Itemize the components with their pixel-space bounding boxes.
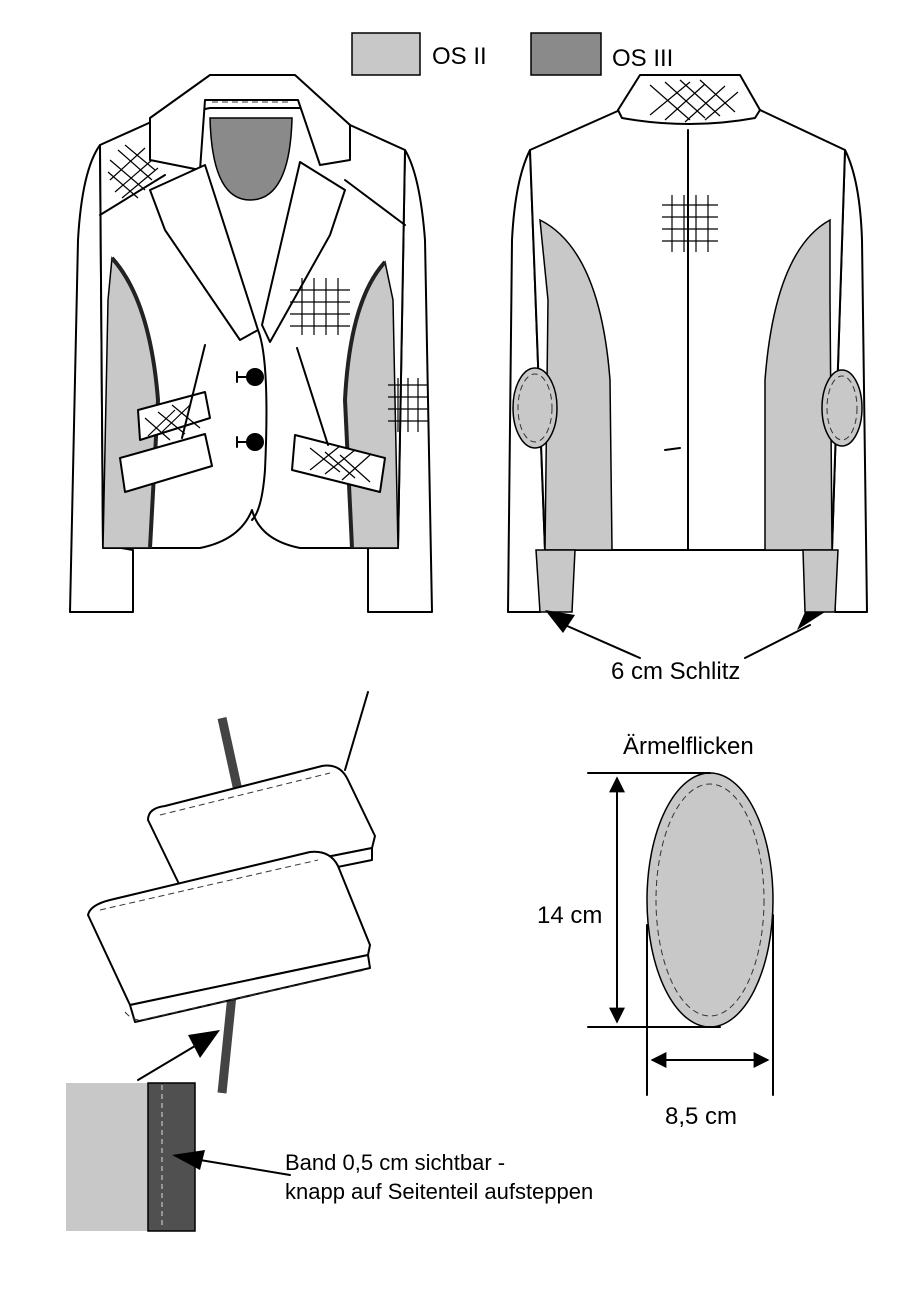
patch-height-label: 14 cm [537,902,602,929]
band-label-line1: Band 0,5 cm sichtbar - [285,1150,505,1175]
back-left-sleeve-vent [535,549,576,613]
detail-lower-flap-underlap [124,969,366,1021]
back-right-elbow-patch-stitch [826,375,858,441]
front-left-pocket-flap-lower [119,433,213,493]
detail-lower-flap-stitch [99,859,319,911]
back-left-elbow-patch-stitch [517,373,553,443]
band-detail: Band 0,5 cm sichtbar - knapp auf Seitent… [66,1082,593,1232]
legend-label-os2: OS II [432,43,487,70]
front-button-top-shank [236,371,249,383]
back-right-elbow-patch [821,369,863,447]
pocket-detail [87,691,376,1094]
detail-lower-flap [87,850,371,1006]
front-chest-grid [290,278,350,335]
jacket-front-view [69,74,433,613]
back-grid [662,195,718,252]
front-collar [149,74,351,171]
detail-arrow-leader [137,1039,206,1081]
front-left-lapel [149,164,259,341]
slit-leader-right [744,624,811,659]
slit-arrow-left [545,610,575,633]
front-left-yoke [99,174,166,216]
detail-arrow-head [188,1030,220,1058]
front-shoulder-crosshatch [107,144,159,199]
front-closure-edge [251,329,268,521]
patch-shape [646,772,774,1028]
slit-label: 6 cm Schlitz [611,658,740,685]
patch-title: Ärmelflicken [623,733,754,760]
band-label-line2: knapp auf Seitenteil aufsteppen [285,1179,593,1204]
front-right-sleeve [367,149,433,613]
legend: OS II OS III [351,32,673,76]
band-detail-arrow-head [172,1150,205,1170]
detail-upper-flap-stitch [159,772,331,816]
back-vent-mark [664,447,681,451]
front-sleeve-grid [388,378,428,432]
slit-leader-left [564,624,641,659]
detail-band-lower [217,994,237,1094]
legend-swatch-os2 [351,32,421,76]
band-detail-leader [199,1159,291,1176]
band-detail-side-panel [66,1083,148,1231]
front-right-pocket-welt-line [296,347,329,446]
front-left-pocket-welt-line [181,344,206,439]
back-left-elbow-patch [512,367,558,449]
patch-width-label: 8,5 cm [665,1103,737,1130]
back-collar-crosshatch [649,79,739,123]
detail-welt-line [344,691,369,771]
detail-lower-flap-bottom [129,954,371,1023]
back-right-sleeve-vent [802,549,839,613]
slit-arrow-right [797,612,825,630]
patch-stitch [655,783,765,1017]
legend-swatch-os3 [530,32,602,76]
front-left-band [110,256,161,549]
legend-label-os3: OS III [612,45,673,72]
front-button-bottom-shank [236,436,249,448]
front-right-yoke [344,179,406,226]
front-right-band [342,260,387,549]
front-button-bottom [246,433,264,451]
jacket-back-view: 6 cm Schlitz [507,74,868,685]
front-inner-neckline [209,117,293,201]
front-button-top [246,368,264,386]
front-pocket-crosshatch [144,404,371,483]
elbow-patch-detail: Ärmelflicken 14 cm 8,5 cm [537,733,774,1130]
back-left-side-panel [539,218,613,551]
front-right-lapel [261,161,346,343]
detail-band-upper [217,717,245,801]
back-right-side-panel [764,218,833,551]
